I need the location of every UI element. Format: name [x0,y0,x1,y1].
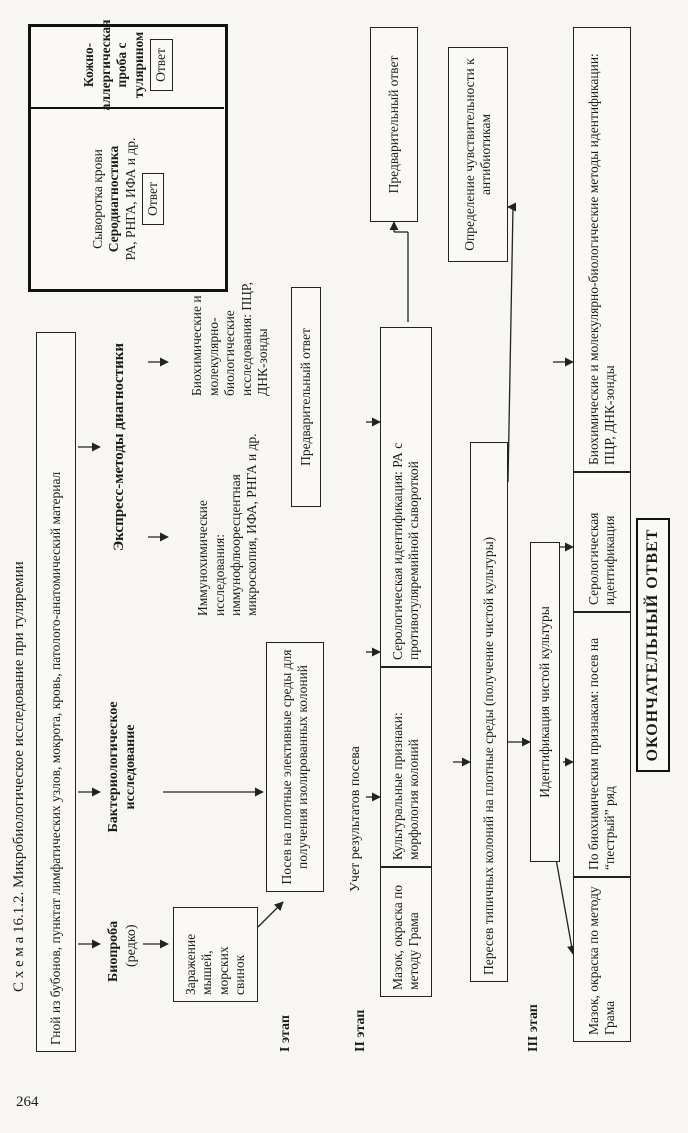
serum-skin-frame: Сыворотка крови Серодиагностика РА, РНГА… [28,20,228,292]
bioproba-title: Биопроба [106,920,121,982]
serum-box: Сыворотка крови Серодиагностика РА, РНГА… [37,119,217,279]
stage3-smear: Мазок, окраска по методу Грама [573,877,631,1042]
stage3-molecular: Биохимические и молекулярно-биологически… [573,27,631,472]
preliminary-answer-1: Предварительный ответ [291,287,321,507]
seeding-box: Посев на плотные элективные среды для по… [266,642,324,892]
flow-diagram: С х е м а 16.1.2. Микробиологическое исс… [8,12,670,1062]
skin-test-title: Кожно-аллергическая проба с тулярином [81,19,146,111]
immuno-text: Иммунохимические исследования: иммунофлю… [195,433,260,616]
stage-2-label: II этап [353,1009,368,1052]
stage2-cultural: Культуральные признаки: морфология колон… [380,667,432,867]
antibiotics-box: Определение чувствительности к антибиоти… [448,47,508,262]
express-title: Экспресс-методы диагностики [111,342,127,552]
stage2-smear: Мазок, окраска по методу Грама [380,867,432,997]
skin-test-answer: Ответ [150,39,173,91]
stage2-serology: Серологическая идентификация: РА с проти… [380,327,432,667]
stage2-preliminary: Предварительный ответ [370,27,418,222]
serum-method: Серодиагностика [106,145,122,253]
serum-tests: РА, РНГА, ИФА и др. [122,137,138,261]
identification-box: Идентификация чистой культуры [530,542,560,862]
bioproba-note: (редко) [124,924,139,967]
infection-box: Заражение мышей, морских свинок [173,907,258,1002]
stage2-header: Учет результатов посева [348,746,363,892]
stage3-biochem: По биохимическим признакам: посев на “пе… [573,612,631,877]
stage3-serology: Серологическая идентификация [573,472,631,612]
diagram-title: С х е м а 16.1.2. Микробиологическое исс… [11,561,27,992]
bacterio-title: Бактериологическое исследование [106,701,138,833]
serum-title: Сыворотка крови [89,149,105,249]
stage-1-label: I этап [278,1015,293,1052]
serum-answer: Ответ [141,173,165,225]
skin-test-box: Кожно-аллергическая проба с тулярином От… [37,20,217,110]
final-answer: ОКОНЧАТЕЛЬНЫЙ ОТВЕТ [636,518,670,772]
stage-3-label: III этап [526,1004,541,1052]
material-box: Гной из бубонов, пунктат лимфатических у… [36,332,76,1052]
reseeding-box: Пересев типичных колоний на плотные сред… [470,442,508,982]
page-number: 264 [16,1094,39,1110]
